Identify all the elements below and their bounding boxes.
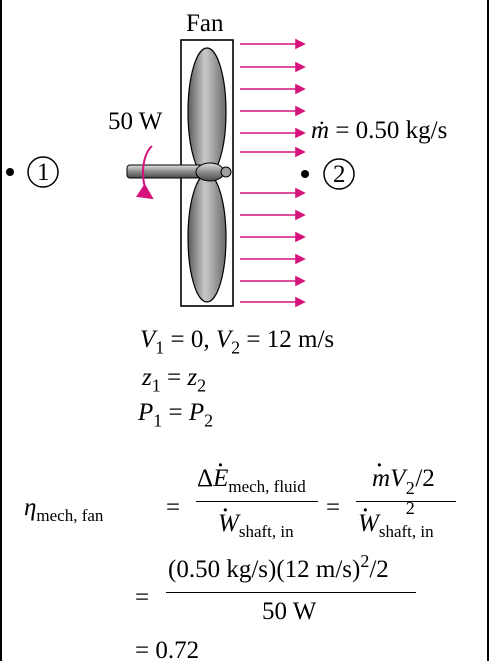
station-1-dot [6,168,14,176]
result: = 0.72 [135,637,200,664]
station-2-circle [323,158,355,190]
eta-symbol: η [24,494,37,521]
w-dot-symbol-2: W [358,496,379,536]
p2-symbol: P [188,399,205,426]
mass-flow-symbol: ṁ [311,117,330,144]
p1-symbol: P [138,399,154,426]
fraction-2-denominator-subscript: shaft, in [378,521,434,541]
fraction-2-bar [356,501,456,503]
fan-hub [195,162,225,182]
equals-2: = [326,494,341,521]
divide-by-two: /2 [415,465,435,492]
fraction-3-numerator-main: (0.50 kg/s)(12 m/s) [168,556,361,583]
fraction-3-numerator: (0.50 kg/s)(12 m/s)2/2 [168,552,389,583]
fan-blade-upper [187,47,227,177]
delta-symbol: Δ [197,465,214,492]
v1-symbol: V [140,326,156,353]
v1-subscript: 1 [155,337,165,358]
p-equals: = [162,399,189,426]
equals-1: = [166,494,181,521]
w-dot-symbol: W [218,496,239,536]
fraction-3-bar [166,592,416,594]
v-superscript: 2 [405,478,415,499]
fraction-3-divide: /2 [369,556,389,583]
v2-subscript: 2 [231,337,241,358]
p2-subscript: 2 [204,410,214,431]
fraction-1-denominator-subscript: shaft, in [238,521,294,541]
z1-subscript: 1 [151,375,161,396]
fraction-3-denominator: 50 W [262,598,317,625]
v2-symbol: V [215,326,232,353]
fraction-1-numerator-subscript: mech, fluid [228,476,306,496]
p1-subscript: 1 [153,410,163,431]
flow-arrows [240,38,306,308]
fan-shaft [126,164,206,179]
v2-equals: = 12 m/s [240,326,335,353]
elevation-condition: z1 = z2 [142,364,206,394]
velocity-condition: V1 = 0, V2 = 12 m/s [140,326,335,356]
m-dot-symbol: m [372,451,390,491]
pressure-condition: P1 = P2 [138,399,213,429]
v1-equals: = 0, [164,326,216,353]
z2-subscript: 2 [197,375,207,396]
z1-symbol: z [142,364,152,391]
fan-hub-tip [220,166,232,178]
v-symbol: V [390,465,406,492]
equals-3: = [135,584,150,611]
fraction-1-denominator: Wshaft, in [218,496,294,540]
fan-label: Fan [186,10,224,37]
fraction-3-superscript: 2 [360,551,370,572]
fan-blade-lower [187,173,227,303]
station-1-circle [27,156,59,188]
rotation-arrow [135,145,154,200]
z-equals: = [160,364,188,391]
station-2-label: 2 [333,161,346,188]
e-dot-symbol: E [213,451,228,491]
z2-symbol: z [187,364,198,391]
station-1-label: 1 [37,159,50,186]
fraction-1-bar [196,501,318,503]
fraction-2-numerator: mV22/2 [372,451,435,517]
eta-subscript: mech, fan [36,505,104,525]
mass-flow-label: ṁ = 0.50 kg/s [311,118,447,143]
station-2-dot [301,170,309,178]
power-label: 50 W [108,108,163,135]
fraction-2-denominator: Wshaft, in [358,496,434,540]
mass-flow-value: = 0.50 kg/s [335,117,448,144]
v-subscript: 2 [405,497,415,518]
fraction-1-numerator: ΔEmech, fluid [197,451,306,495]
eta-symbol-group: ηmech, fan [24,494,103,524]
